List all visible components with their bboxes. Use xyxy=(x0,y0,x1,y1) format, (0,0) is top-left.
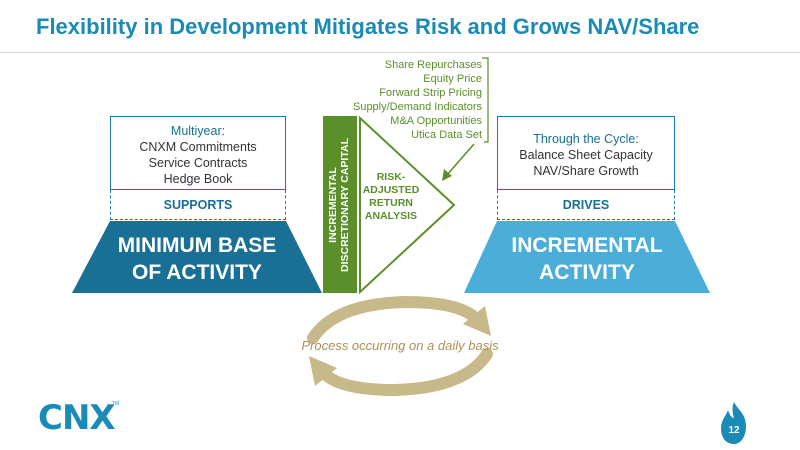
inputs-bracket-arrow xyxy=(442,57,489,181)
analysis-input-item: Forward Strip Pricing xyxy=(379,87,482,100)
right-info-line: Balance Sheet Capacity xyxy=(519,148,653,162)
drives-tag: DRIVES xyxy=(497,190,675,220)
process-caption: Process occurring on a daily basis xyxy=(301,338,499,353)
incremental-capital-bar xyxy=(323,116,357,293)
risk-analysis-label: RISK- ADJUSTED RETURN ANALYSIS xyxy=(358,171,424,223)
left-info-box: Multiyear: CNXM Commitments Service Cont… xyxy=(110,116,286,190)
incremental-activity-label: INCREMENTAL ACTIVITY xyxy=(464,232,710,286)
analysis-inputs-list: Share Repurchases Equity Price Forward S… xyxy=(300,58,482,143)
left-info-line: Hedge Book xyxy=(163,172,233,186)
page-title: Flexibility in Development Mitigates Ris… xyxy=(36,14,700,39)
cnx-logo: CNX xyxy=(38,398,116,438)
analysis-input-item: Utica Data Set xyxy=(411,129,482,142)
risk-analysis-line: RETURN xyxy=(369,197,413,209)
risk-analysis-line: RISK- xyxy=(376,171,406,183)
right-info-box: Through the Cycle: Balance Sheet Capacit… xyxy=(497,116,675,190)
minimum-base-line: OF ACTIVITY xyxy=(132,261,262,284)
supports-tag: SUPPORTS xyxy=(110,190,286,220)
page-number: 12 xyxy=(728,425,740,436)
minimum-base-trapezoid xyxy=(72,221,322,293)
minimum-base-label: MINIMUM BASE OF ACTIVITY xyxy=(72,232,322,286)
risk-analysis-line: ANALYSIS xyxy=(364,210,418,222)
logo-trademark: TM xyxy=(112,401,120,407)
title-divider xyxy=(0,52,800,53)
analysis-input-item: Equity Price xyxy=(423,73,482,86)
risk-analysis-triangle xyxy=(359,116,456,294)
risk-analysis-line: ADJUSTED xyxy=(362,184,420,196)
left-info-line: Multiyear: xyxy=(170,124,226,138)
minimum-base-line: MINIMUM BASE xyxy=(117,234,277,257)
incremental-activity-line: INCREMENTAL xyxy=(511,234,663,257)
analysis-input-item: Share Repurchases xyxy=(384,59,482,71)
incremental-activity-line: ACTIVITY xyxy=(539,261,635,284)
analysis-input-item: M&A Opportunities xyxy=(390,115,482,128)
incremental-activity-trapezoid xyxy=(464,221,710,293)
process-cycle-arrows xyxy=(307,296,493,396)
flame-icon xyxy=(721,402,746,444)
analysis-input-item: Supply/Demand Indicators xyxy=(352,101,482,114)
left-info-line: CNXM Commitments xyxy=(139,140,257,154)
left-info-line: Service Contracts xyxy=(148,156,248,170)
right-info-line: NAV/Share Growth xyxy=(533,164,639,178)
right-info-line: Through the Cycle: xyxy=(533,132,639,146)
